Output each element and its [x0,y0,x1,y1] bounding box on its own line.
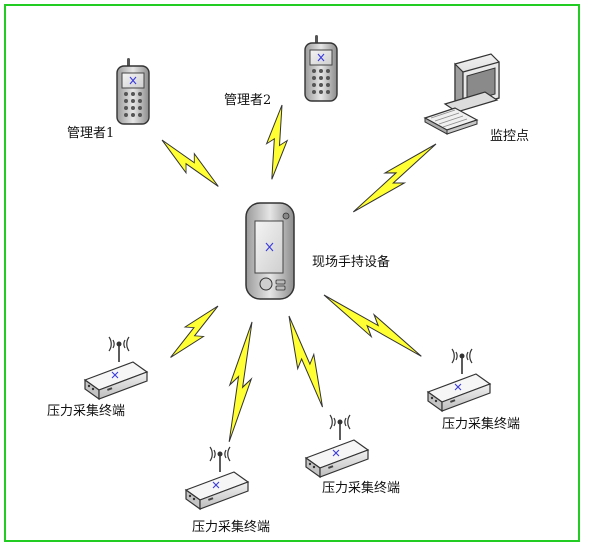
lightning-bolt-icon [279,312,333,411]
lightning-bolt-icon [218,319,263,445]
mobile-phone-icon [116,57,150,125]
label-handheld-device: 现场手持设备 [312,254,390,270]
lightning-bolt-icon [155,131,226,195]
label-monitor: 监控点 [490,129,529,144]
label-manager-2: 管理者2 [224,93,271,108]
label-manager-1: 管理者1 [67,126,114,141]
label-terminal-1: 压力采集终端 [47,403,125,419]
label-terminal-2: 压力采集终端 [192,519,270,535]
lightning-bolt-icon [346,135,443,221]
lightning-bolt-icon [318,285,428,366]
wireless-terminal-icon [185,446,249,510]
diagram-border [4,4,580,542]
lightning-bolt-icon [162,298,226,365]
wireless-terminal-icon [305,414,369,478]
wireless-links [155,103,443,445]
label-terminal-4: 压力采集终端 [442,416,520,432]
lightning-bolt-icon [261,103,293,182]
label-terminal-3: 压力采集终端 [322,480,400,496]
wireless-terminal-icon [427,348,491,412]
wireless-terminal-icon [84,336,148,400]
desktop-computer-icon [423,53,500,135]
pda-handheld-icon [245,202,295,300]
mobile-phone-icon [304,34,338,102]
